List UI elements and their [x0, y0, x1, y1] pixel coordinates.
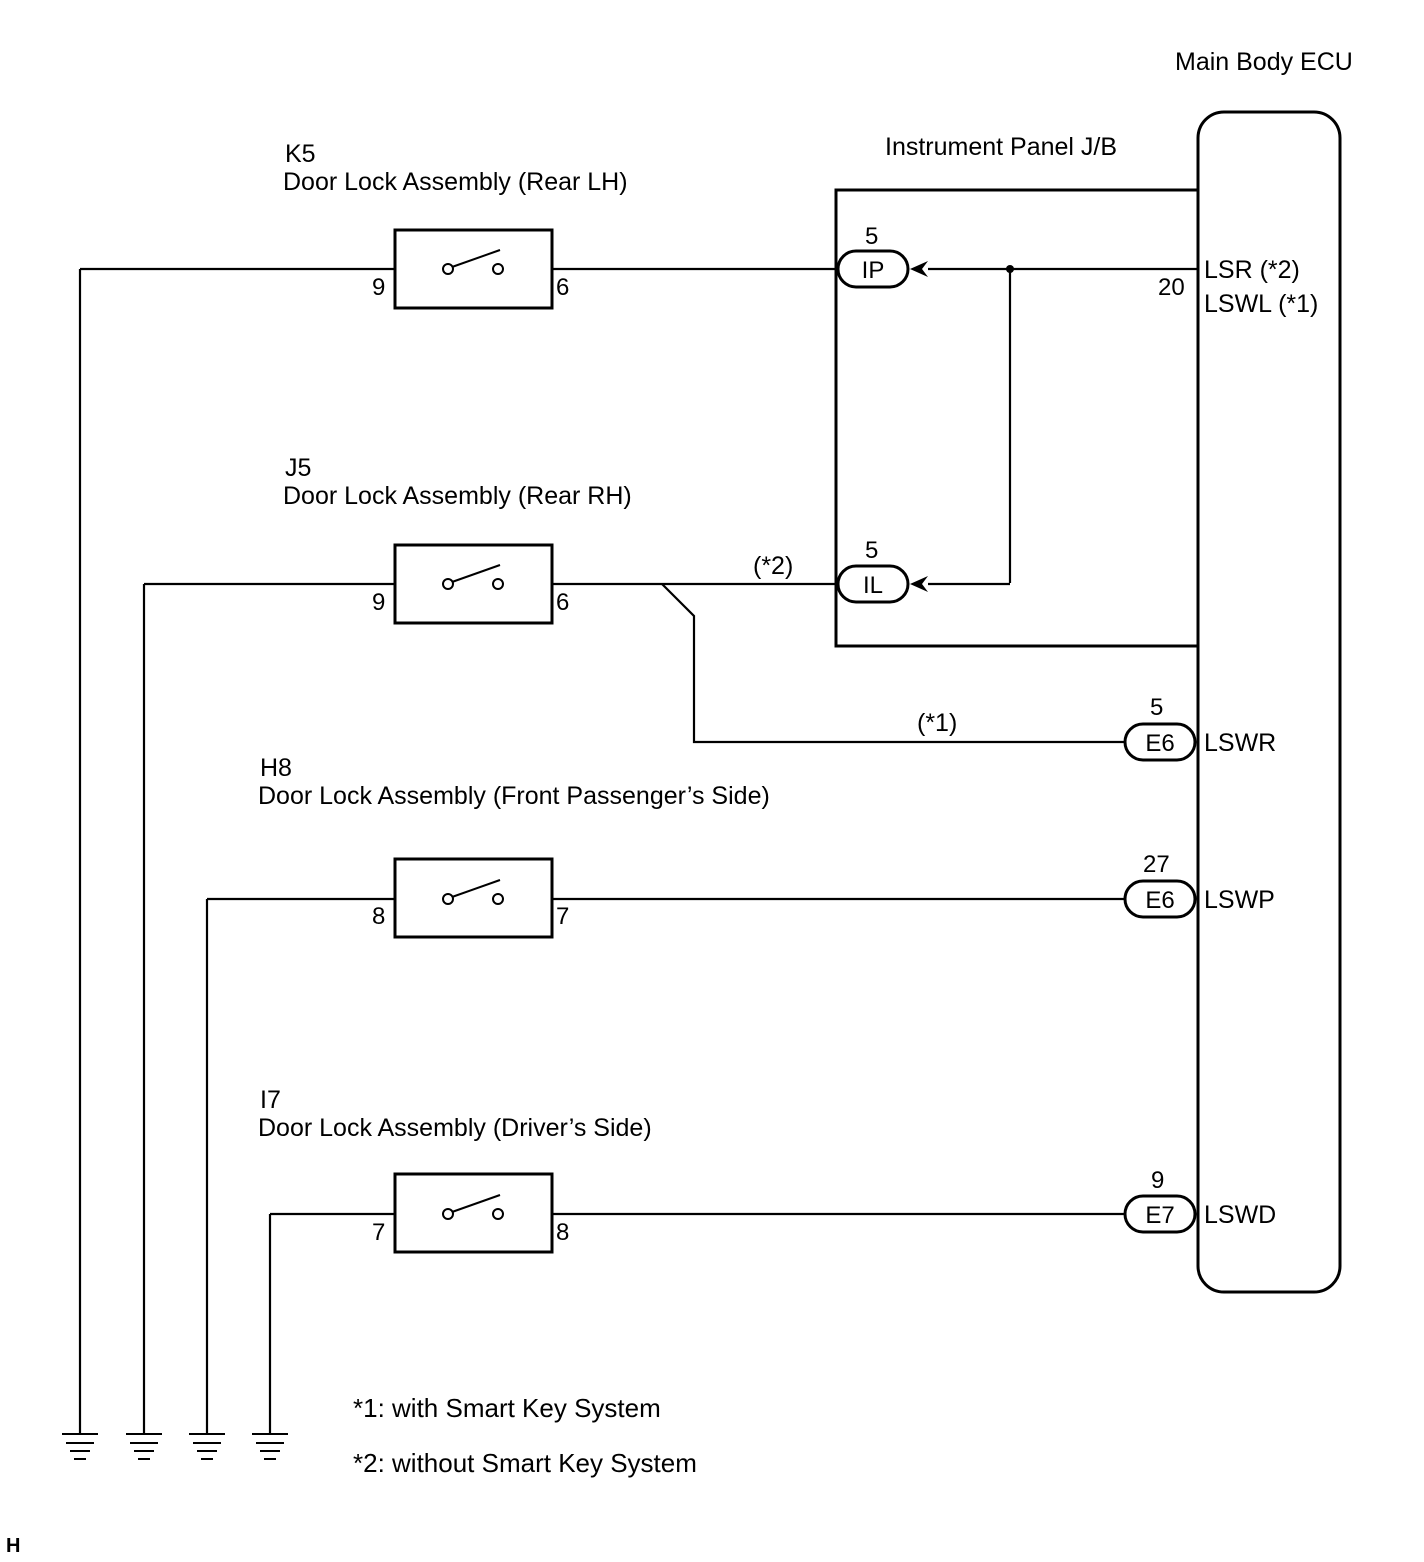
connector-label: E6: [1145, 887, 1174, 914]
pin-label: 9: [1151, 1167, 1164, 1194]
switch-contact: [442, 893, 454, 905]
pin-label: 9: [372, 274, 385, 301]
connector-arrow-icon: [910, 576, 928, 592]
connector-label: IP: [862, 257, 885, 284]
connector-il: [836, 564, 910, 604]
pin-label: 20: [1158, 274, 1185, 301]
ecu-signal: LSR (*2): [1204, 256, 1300, 284]
pin-label: 6: [556, 274, 569, 301]
connector-e6: [1123, 879, 1197, 919]
pin-label: 5: [865, 537, 878, 564]
assembly-name-h8: Door Lock Assembly (Front Passenger’s Si…: [258, 782, 770, 810]
switch-contact: [492, 893, 504, 905]
footnote: *1: with Smart Key System: [353, 1393, 661, 1423]
ecu-signal: LSWD: [1204, 1201, 1276, 1229]
switch-h8: [393, 857, 554, 939]
pin-label: 5: [1150, 694, 1163, 721]
switch-blade: [451, 1194, 501, 1213]
pin-label: 27: [1143, 851, 1170, 878]
connector-arrow-icon: [910, 261, 928, 277]
main-body-ecu: [1196, 110, 1342, 1294]
assembly-code-k5: K5: [285, 140, 316, 168]
ecu-signal: LSWR: [1204, 729, 1276, 757]
ecu-title: Main Body ECU: [1175, 48, 1353, 76]
wire: [661, 583, 1125, 744]
pin-label: 8: [372, 903, 385, 930]
assembly-name-j5: Door Lock Assembly (Rear RH): [283, 482, 632, 510]
pin-label: 7: [372, 1219, 385, 1246]
assembly-code-h8: H8: [260, 754, 292, 782]
connector-label: IL: [863, 572, 883, 599]
connector-e6: [1123, 722, 1197, 762]
assembly-code-i7: I7: [260, 1086, 281, 1114]
pin-label: 6: [556, 589, 569, 616]
instrument-panel-jb: [834, 188, 1198, 648]
ground-icon: [252, 1433, 288, 1460]
switch-blade: [451, 564, 501, 583]
switch-contact: [492, 263, 504, 275]
ground-icon: [62, 1433, 98, 1460]
connector-ip: [836, 249, 910, 289]
switch-i7: [393, 1172, 554, 1254]
footnote: *2: without Smart Key System: [353, 1448, 697, 1478]
assembly-code-j5: J5: [285, 454, 311, 482]
switch-contact: [442, 1208, 454, 1220]
ground-icon: [126, 1433, 162, 1460]
corner-mark: H: [6, 1535, 20, 1557]
pin-label: 9: [372, 589, 385, 616]
switch-contact: [492, 578, 504, 590]
connector-label: E7: [1145, 1202, 1174, 1229]
assembly-name-i7: Door Lock Assembly (Driver’s Side): [258, 1114, 652, 1142]
switch-blade: [451, 249, 501, 268]
switch-contact: [492, 1208, 504, 1220]
ground-icon: [189, 1433, 225, 1460]
switch-blade: [451, 879, 501, 898]
switch-k5: [393, 228, 554, 310]
pin-label: 8: [556, 1219, 569, 1246]
assembly-name-k5: Door Lock Assembly (Rear LH): [283, 168, 628, 196]
switch-contact: [442, 578, 454, 590]
connector-label: E6: [1145, 730, 1174, 757]
ecu-signal: LSWL (*1): [1204, 290, 1318, 318]
pin-label: 7: [556, 903, 569, 930]
junction-block-title: Instrument Panel J/B: [885, 133, 1117, 161]
switch-j5: [393, 543, 554, 625]
pin-label: 5: [865, 223, 878, 250]
wire-option-label: (*1): [917, 709, 957, 737]
connector-e7: [1123, 1194, 1197, 1234]
ecu-signal: LSWP: [1204, 886, 1275, 914]
wire-option-label: (*2): [753, 552, 793, 580]
switch-contact: [442, 263, 454, 275]
